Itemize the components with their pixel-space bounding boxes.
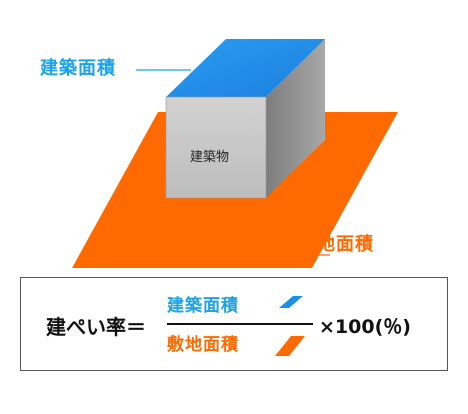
building-area-label: 建築面積 [40, 58, 116, 79]
fraction-line [167, 323, 313, 325]
building-side-face [266, 39, 325, 198]
formula-swatches [275, 296, 305, 356]
formula-lhs: 建ぺい率＝ [46, 315, 146, 339]
building-area-swatch [279, 296, 303, 308]
site-area-swatch [275, 336, 305, 356]
building-front-face [165, 96, 267, 199]
building-top-face [166, 39, 325, 97]
building-label: 建築物 [190, 150, 230, 165]
formula-rhs: ×100(％) [319, 316, 411, 338]
coverage-ratio-formula-box: 建ぺい率＝ 建築面積 敷地面積 ×100(％) [20, 277, 448, 371]
formula-denominator: 敷地面積 [167, 335, 239, 355]
formula-numerator: 建築面積 [167, 296, 239, 316]
site-area-label: 敷地面積 [298, 234, 374, 255]
